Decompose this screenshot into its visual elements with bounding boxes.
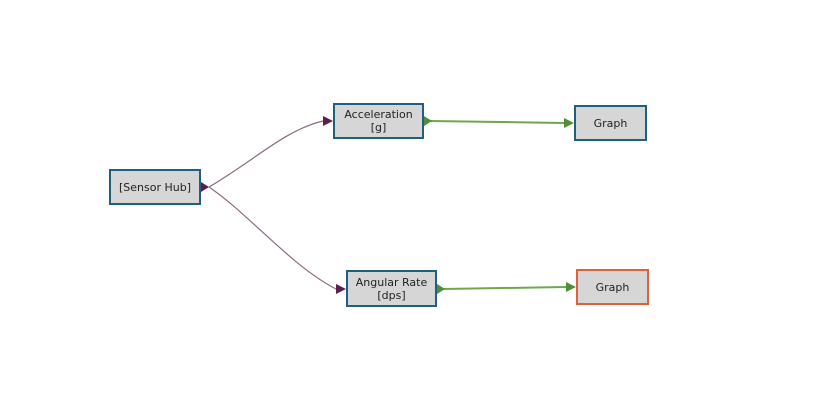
- acceleration-input-arrow: [323, 116, 333, 126]
- sensor-hub-output-arrow: [201, 182, 209, 192]
- wire-sensor-hub-to-acceleration[interactable]: [208, 120, 324, 188]
- sensor-hub-node[interactable]: [Sensor Hub]: [109, 169, 201, 205]
- graph-node-label: Graph: [593, 116, 628, 130]
- acceleration-output-arrow: [424, 116, 432, 126]
- sensor-hub-label: [Sensor Hub]: [118, 180, 191, 194]
- acceleration-label: Acceleration: [344, 108, 413, 121]
- graph-node-label: Graph: [595, 280, 630, 294]
- acceleration-node[interactable]: Acceleration [g]: [333, 103, 424, 139]
- wire-sensor-hub-to-angular-rate[interactable]: [208, 186, 337, 290]
- graph-1-input-arrow: [564, 118, 574, 128]
- wire-acceleration-to-graph[interactable]: [429, 120, 565, 124]
- angular-rate-input-arrow: [336, 284, 346, 294]
- graph-node-acceleration[interactable]: Graph: [574, 105, 647, 141]
- wire-angular-rate-to-graph[interactable]: [442, 286, 567, 290]
- angular-rate-unit: [dps]: [377, 288, 406, 302]
- acceleration-unit: [g]: [370, 121, 387, 134]
- angular-rate-label: Angular Rate: [355, 275, 428, 289]
- graph-2-input-arrow: [566, 282, 576, 292]
- graph-node-angular-rate[interactable]: Graph: [576, 269, 649, 305]
- angular-rate-output-arrow: [437, 284, 445, 294]
- angular-rate-node[interactable]: Angular Rate [dps]: [346, 270, 437, 307]
